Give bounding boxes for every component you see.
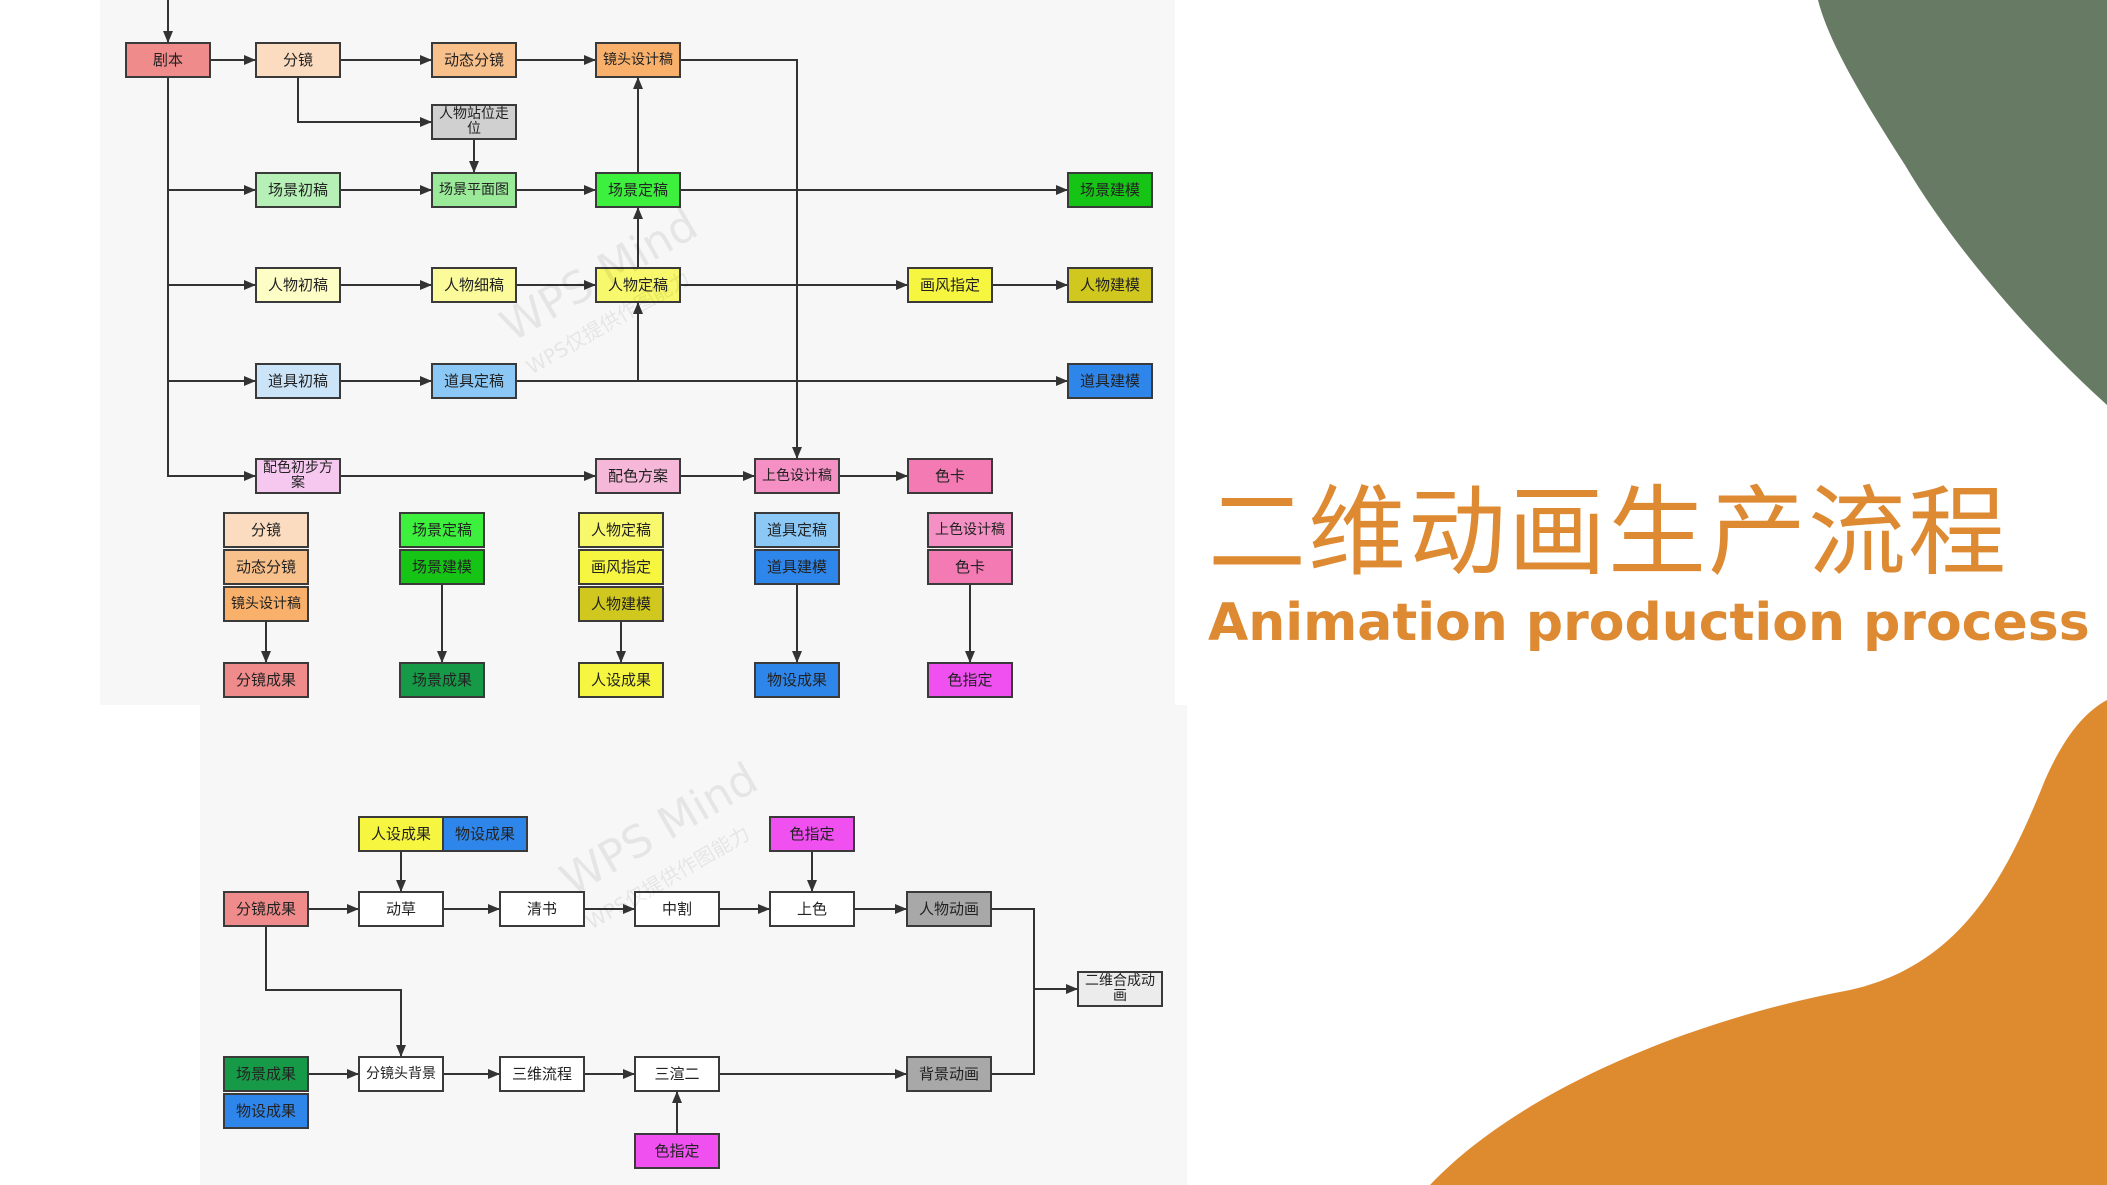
flow-node-g3-rwjm: 人物建模 <box>578 586 664 622</box>
flow-node-b-szd1: 色指定 <box>769 816 855 852</box>
flow-node-n-psfa0: 配色初步方案 <box>255 458 341 494</box>
flow-node-g3-rwdg: 人物定稿 <box>578 512 664 548</box>
flow-node-n-djjm: 道具建模 <box>1067 363 1153 399</box>
flow-node-n-sk: 色卡 <box>907 458 993 494</box>
flow-node-b-ss: 上色 <box>769 891 855 927</box>
flow-node-g5-sk: 色卡 <box>927 549 1013 585</box>
page-title: 二维动画生产流程 <box>1208 476 2009 590</box>
flow-node-b-szd2: 色指定 <box>634 1133 720 1169</box>
flow-node-n-dtfj: 动态分镜 <box>431 42 517 78</box>
flow-node-b-ewhc: 二维合成动画 <box>1077 971 1163 1007</box>
flow-node-n-ssjg: 上色设计稿 <box>754 458 840 494</box>
flow-node-b-swlc: 三维流程 <box>499 1056 585 1092</box>
flow-node-b-wscg2: 物设成果 <box>223 1093 309 1129</box>
flow-node-b-dc: 动草 <box>358 891 444 927</box>
flow-node-n-cjdg: 场景定稿 <box>595 172 681 208</box>
connector-arrow <box>992 908 1035 1075</box>
flow-node-g1-dtfj: 动态分镜 <box>223 549 309 585</box>
flow-node-n-cjjm: 场景建模 <box>1067 172 1153 208</box>
flow-node-n-rwjm: 人物建模 <box>1067 267 1153 303</box>
connector-arrow <box>167 78 256 481</box>
flow-node-b-fjcg: 分镜成果 <box>223 891 309 927</box>
flow-node-g3-res: 人设成果 <box>578 662 664 698</box>
flow-node-n-jtsjg: 镜头设计稿 <box>595 42 681 78</box>
orange-blob <box>1430 700 2107 1185</box>
flow-node-g4-djdg: 道具定稿 <box>754 512 840 548</box>
flow-node-n-hfzd: 画风指定 <box>907 267 993 303</box>
flow-node-n-psfa: 配色方案 <box>595 458 681 494</box>
connector-arrow <box>297 78 432 127</box>
flow-node-n-fj: 分镜 <box>255 42 341 78</box>
flow-node-n-rwzw: 人物站位走位 <box>431 104 517 140</box>
flow-node-n-djdg: 道具定稿 <box>431 363 517 399</box>
flow-node-g5-res: 色指定 <box>927 662 1013 698</box>
flow-node-n-rwcg: 人物初稿 <box>255 267 341 303</box>
flow-node-g2-cjjm: 场景建模 <box>399 549 485 585</box>
flow-node-g1-jtsjg: 镜头设计稿 <box>223 586 309 622</box>
flow-node-g2-cjdg: 场景定稿 <box>399 512 485 548</box>
flow-node-b-fjtbj: 分镜头背景 <box>358 1056 444 1092</box>
flow-node-g5-ssjg: 上色设计稿 <box>927 512 1013 548</box>
connector-arrow <box>265 927 406 1057</box>
flow-node-n-rwxg: 人物细稿 <box>431 267 517 303</box>
flow-node-n-jb: 剧本 <box>125 42 211 78</box>
page-subtitle: Animation production process <box>1208 593 2090 653</box>
flow-node-b-qs: 清书 <box>499 891 585 927</box>
flow-node-g3-hfzd: 画风指定 <box>578 549 664 585</box>
flow-node-g1-res: 分镜成果 <box>223 662 309 698</box>
connector-arrow <box>681 59 802 459</box>
flow-node-n-cjpmt: 场景平面图 <box>431 172 517 208</box>
flow-node-n-cjcg: 场景初稿 <box>255 172 341 208</box>
flow-node-b-bjdh: 背景动画 <box>906 1056 992 1092</box>
flow-node-b-rwdh: 人物动画 <box>906 891 992 927</box>
flow-node-b-sxe: 三渲二 <box>634 1056 720 1092</box>
flow-node-g1-fj: 分镜 <box>223 512 309 548</box>
green-blob <box>1818 0 2107 405</box>
flow-node-b-zw: 中割 <box>634 891 720 927</box>
flow-node-g2-res: 场景成果 <box>399 662 485 698</box>
flow-node-b-rscg: 人设成果 <box>358 816 444 852</box>
flow-node-g4-res: 物设成果 <box>754 662 840 698</box>
flow-node-b-wscg: 物设成果 <box>442 816 528 852</box>
flow-node-n-rwdg: 人物定稿 <box>595 267 681 303</box>
diagram-panel-bottom <box>200 705 1187 1185</box>
flow-node-b-cjcg: 场景成果 <box>223 1056 309 1092</box>
flow-node-g4-djjm: 道具建模 <box>754 549 840 585</box>
flow-node-n-djcg: 道具初稿 <box>255 363 341 399</box>
